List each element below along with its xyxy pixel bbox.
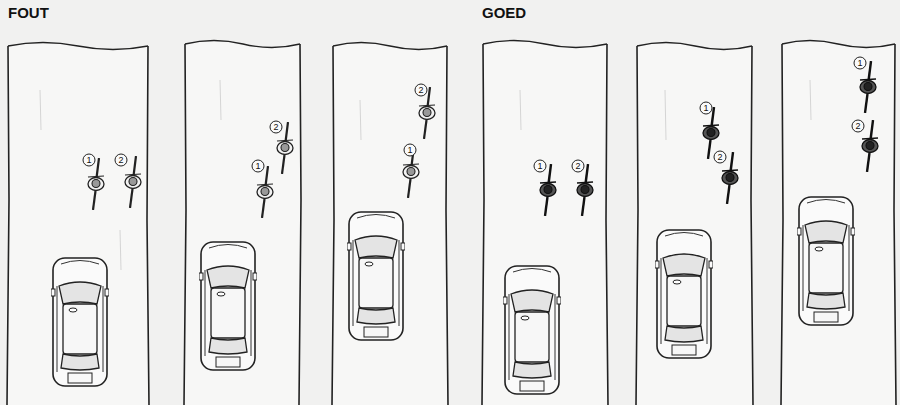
road-end: [8, 43, 148, 50]
road-edge: [636, 46, 638, 405]
road-edge: [894, 44, 896, 405]
callout-number: 1: [857, 59, 862, 68]
callout-number: 2: [418, 86, 423, 95]
callout-circle: [252, 160, 264, 172]
callout-number: 1: [255, 162, 260, 171]
cyclist: [862, 120, 878, 172]
road-streak: [120, 230, 121, 270]
road-streak: [220, 80, 221, 120]
callout-circle: [854, 57, 866, 69]
road-streak: [40, 90, 41, 130]
callout-number: 1: [537, 162, 542, 171]
road-surface: [333, 43, 447, 405]
road-streak: [665, 90, 666, 140]
road-end: [185, 41, 300, 48]
callout-number: 2: [717, 153, 722, 162]
callout-number: 2: [575, 162, 580, 171]
car: [797, 197, 855, 325]
callout-number: 1: [86, 156, 91, 165]
car: [503, 266, 561, 394]
car: [51, 258, 109, 386]
car: [655, 230, 713, 358]
road-edge: [751, 46, 753, 405]
callout-circle: [700, 102, 712, 114]
road-streak: [520, 90, 521, 130]
callout-circle: [404, 144, 416, 156]
callout-number: 2: [118, 156, 123, 165]
panel-heading: FOUT: [8, 5, 49, 20]
road-edge: [299, 44, 301, 405]
road-panel: [332, 43, 448, 405]
callout-circle: [572, 160, 584, 172]
car: [347, 212, 405, 340]
road-end: [782, 41, 895, 48]
road-edge: [7, 46, 9, 405]
road-edge: [606, 44, 608, 405]
road-edge: [184, 44, 186, 405]
road-edge: [147, 46, 149, 405]
road-edge: [482, 44, 484, 405]
road-end: [333, 43, 447, 50]
callout-number: 2: [273, 123, 278, 132]
road-surface: [782, 41, 895, 405]
cyclist: [703, 107, 719, 159]
road-edge: [332, 46, 334, 405]
road-end: [637, 43, 752, 50]
callout-circle: [714, 151, 726, 163]
road-panel: [781, 41, 896, 405]
road-end: [483, 41, 607, 48]
callout-number: 1: [407, 146, 412, 155]
road-edge: [781, 44, 783, 405]
callout-circles: [83, 57, 866, 172]
road-surface: [637, 43, 752, 405]
road-panel: [184, 41, 301, 405]
road-surface: [483, 41, 607, 405]
callout-circle: [415, 84, 427, 96]
callout-circle: [83, 154, 95, 166]
callout-circle: [852, 120, 864, 132]
road-panel: [482, 41, 608, 405]
cyclist: [125, 156, 141, 208]
panel-heading: GOED: [482, 5, 526, 20]
road-edge: [446, 46, 448, 405]
road-panel: [7, 43, 149, 405]
road-panel: [636, 43, 753, 405]
road-surface: [185, 41, 300, 405]
road-surface: [8, 43, 148, 405]
road-streak: [360, 100, 361, 140]
callout-circle: [534, 160, 546, 172]
callout-circle: [115, 154, 127, 166]
callout-number: 2: [855, 122, 860, 131]
car: [199, 242, 257, 370]
road-streak: [810, 80, 811, 120]
cyclist: [257, 166, 273, 218]
callout-number: 1: [703, 104, 708, 113]
callout-circle: [270, 121, 282, 133]
